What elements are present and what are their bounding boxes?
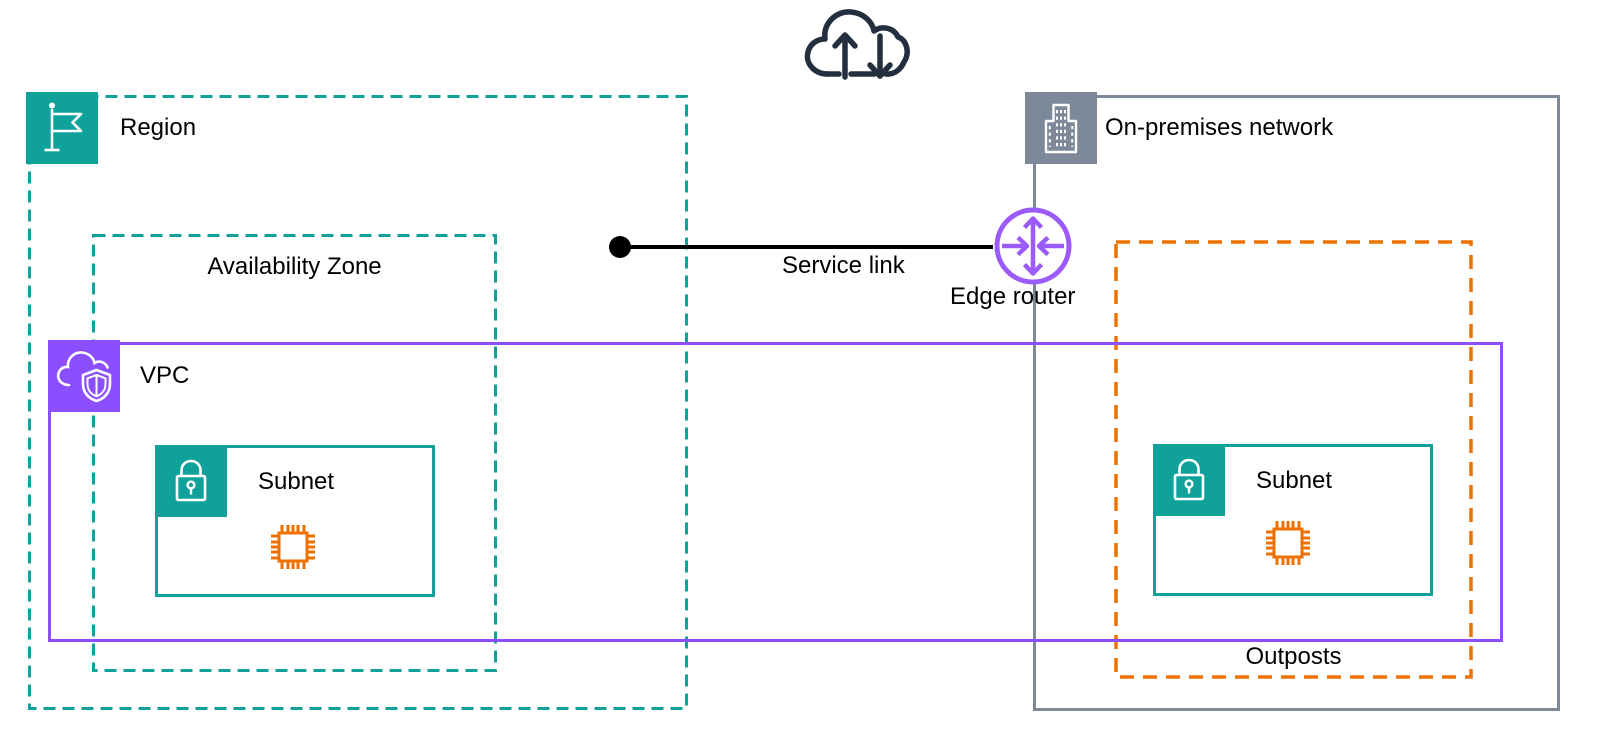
- subnet-az-label: Subnet: [258, 468, 335, 495]
- cloud-up-down-arrows-icon: [798, 3, 912, 88]
- edge-router-label: Edge router: [950, 283, 1076, 310]
- region-label: Region: [120, 114, 197, 141]
- availability-zone-boundary: [92, 234, 497, 672]
- outposts-label: Outposts: [1245, 643, 1342, 670]
- region-boundary: [28, 95, 688, 710]
- subnet-outposts-label: Subnet: [1256, 467, 1333, 494]
- vpc-label: VPC: [140, 362, 190, 389]
- on-premises-network-label: On-premises network: [1105, 114, 1334, 141]
- subnet-az-lock-icon: [155, 445, 227, 517]
- subnet-outposts-lock-icon: [1153, 444, 1225, 516]
- chip-icon: [268, 522, 318, 572]
- availability-zone-label: Availability Zone: [207, 253, 382, 280]
- vpc-cloud-shield-icon: [48, 340, 120, 412]
- vpc-boundary: [48, 342, 1503, 642]
- on-premises-network-boundary: [1033, 95, 1560, 711]
- edge-router-icon: [991, 204, 1075, 293]
- on-premises-building-icon: [1025, 92, 1097, 164]
- service-link-label: Service link: [782, 252, 905, 279]
- service-link-line: [620, 245, 993, 249]
- outposts-boundary: [1114, 240, 1473, 679]
- chip-icon: [1263, 518, 1313, 568]
- region-flag-icon: [26, 92, 98, 164]
